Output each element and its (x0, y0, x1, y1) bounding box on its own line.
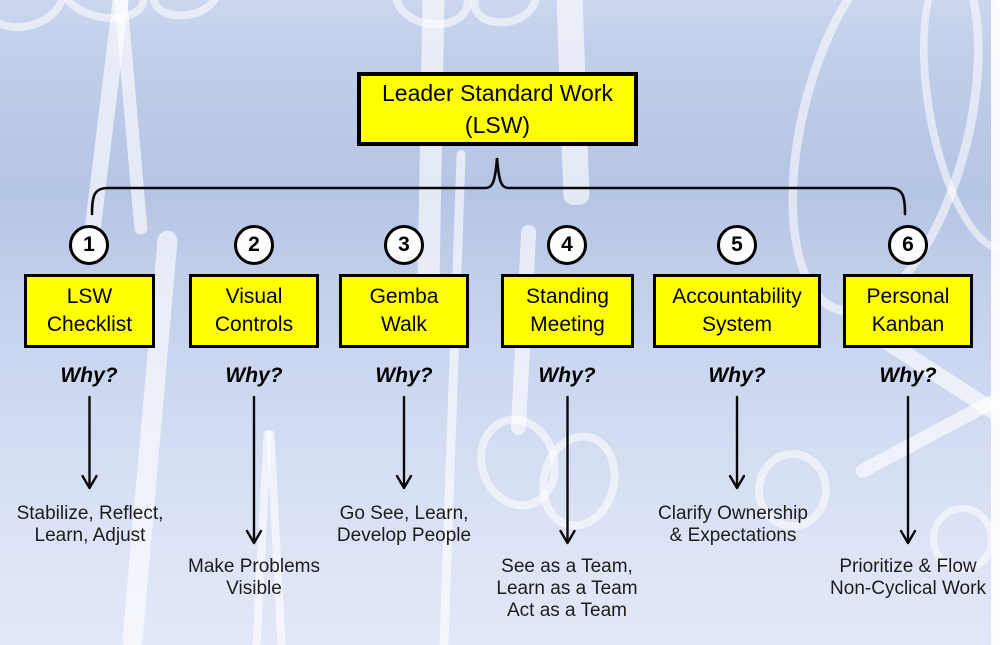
why-arrow-3 (395, 395, 413, 490)
step-box-personal-kanban: Personal Kanban (843, 274, 973, 348)
result-text-2: Make Problems Visible (188, 556, 320, 599)
why-label-1: Why? (60, 364, 118, 387)
step-box-visual-controls: Visual Controls (189, 274, 319, 348)
instrument-ring (465, 0, 545, 33)
why-label-3: Why? (375, 364, 433, 387)
step-box-accountability-system: Accountability System (653, 274, 821, 348)
instrument-shaft (113, 0, 148, 236)
result-text-5: Clarify Ownership & Expectations (658, 503, 808, 546)
step-box-lsw-checklist: LSW Checklist (24, 274, 155, 348)
why-arrow-5 (728, 395, 746, 490)
step-number-5: 5 (717, 225, 757, 265)
brace (90, 157, 907, 216)
instrument-ring (755, 450, 830, 530)
result-text-1: Stabilize, Reflect, Learn, Adjust (16, 503, 164, 546)
why-label-6: Why? (879, 364, 937, 387)
step-number-2: 2 (234, 225, 274, 265)
step-number-4: 4 (547, 225, 587, 265)
step-box-gemba-walk: Gemba Walk (339, 274, 469, 348)
instrument-ring (147, 0, 223, 24)
why-label-5: Why? (708, 364, 766, 387)
result-text-3: Go See, Learn, Develop People (336, 503, 472, 546)
step-number-1: 1 (69, 225, 109, 265)
result-text-4: See as a Team, Learn as a Team Act as a … (496, 556, 638, 621)
why-arrow-6 (899, 395, 917, 545)
why-label-4: Why? (538, 364, 596, 387)
step-number-3: 3 (384, 225, 424, 265)
why-label-2: Why? (225, 364, 283, 387)
instrument-ring (53, 0, 153, 30)
why-arrow-1 (81, 395, 98, 490)
result-text-6: Prioritize & Flow Non-Cyclical Work (830, 556, 986, 599)
root-box-lsw: Leader Standard Work (LSW) (357, 72, 638, 146)
instrument-shaft (266, 429, 286, 645)
instrument-shaft (853, 373, 1000, 481)
instrument-ring (0, 0, 74, 40)
photo-edge (991, 0, 1000, 645)
step-number-6: 6 (888, 225, 928, 265)
step-box-standing-meeting: Standing Meeting (501, 274, 634, 348)
